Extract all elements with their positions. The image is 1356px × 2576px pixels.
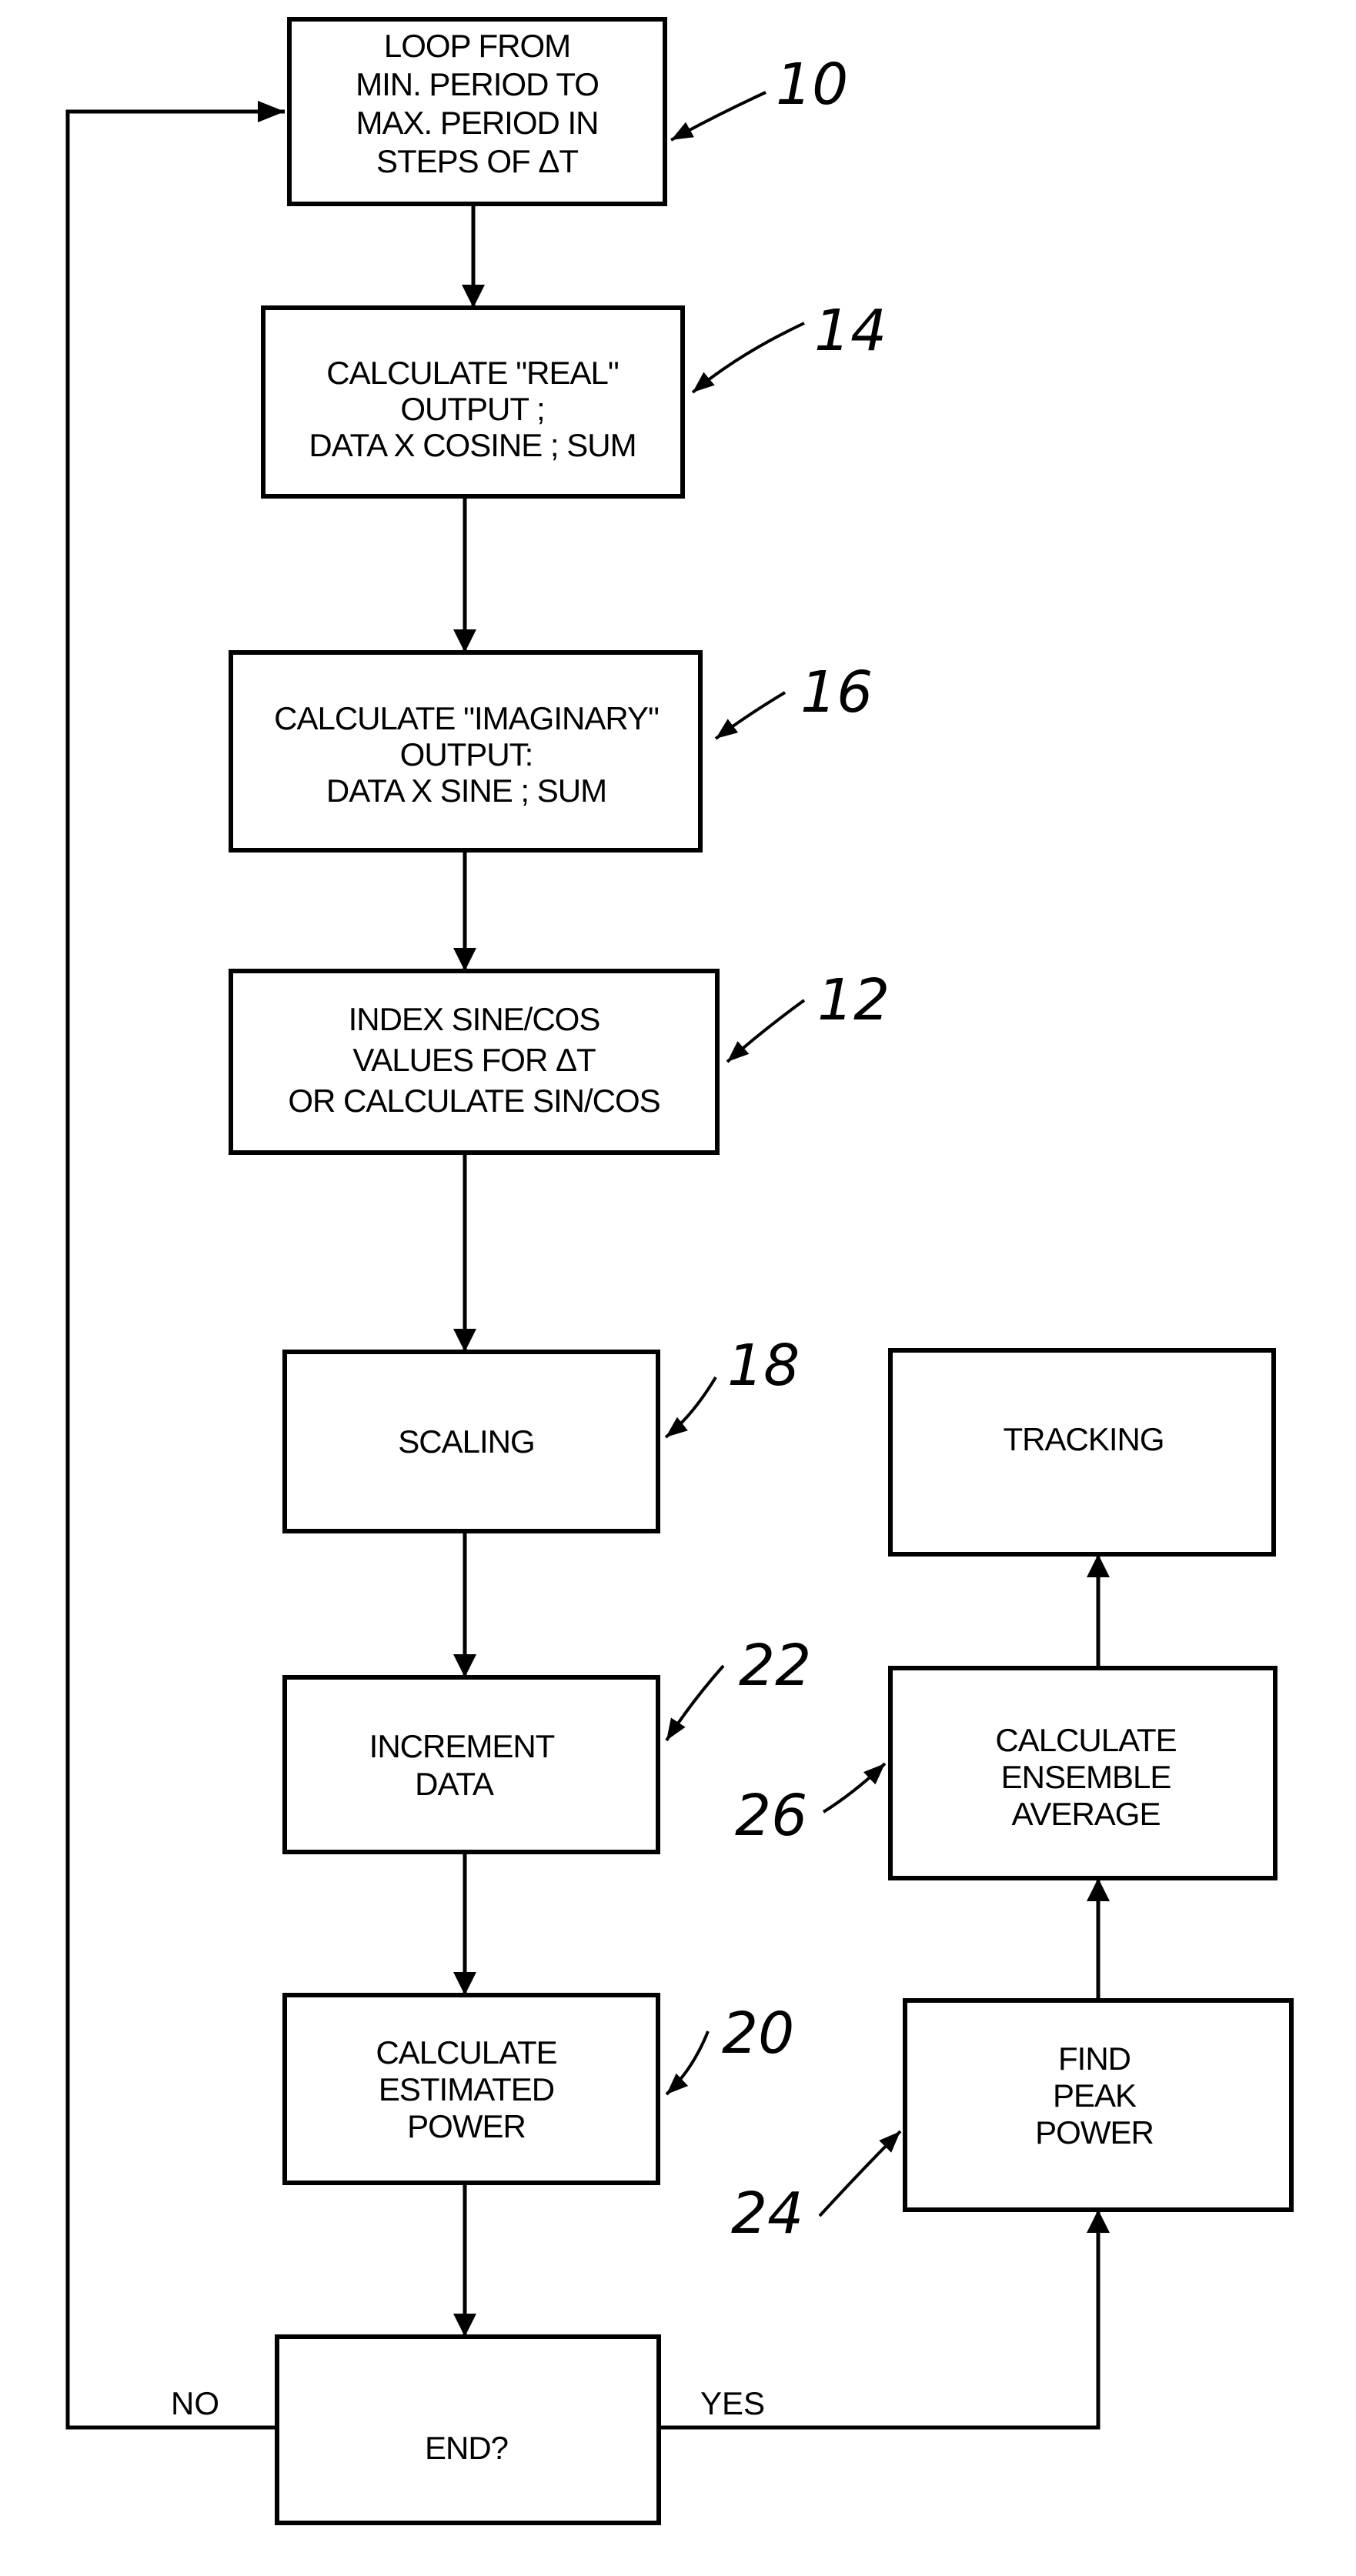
leader-10: [671, 92, 766, 140]
ref-24: 24: [731, 2181, 803, 2247]
box-increment: INCREMENT DATA: [285, 1677, 658, 1852]
box-end: END?: [277, 2337, 659, 2523]
leader-14: [693, 323, 804, 392]
box-tracking: TRACKING: [890, 1350, 1274, 1554]
box-real-line-2: OUTPUT ;: [400, 391, 544, 427]
yes-label: YES: [700, 2385, 765, 2421]
box-power-line-3: POWER: [407, 2108, 526, 2144]
box-index-line-3: OR CALCULATE SIN/COS: [288, 1083, 660, 1119]
ref-16: 16: [800, 659, 873, 726]
box-real-line-1: CALCULATE "REAL": [326, 355, 619, 391]
box-tracking-line-1: TRACKING: [1003, 1421, 1164, 1457]
box-real: CALCULATE "REAL" OUTPUT ; DATA X COSINE …: [263, 308, 683, 496]
box-peak: FIND PEAK POWER: [905, 2000, 1291, 2210]
box-ensemble-line-1: CALCULATE: [995, 1722, 1176, 1758]
leader-18: [666, 1377, 716, 1437]
no-label: NO: [171, 2385, 219, 2421]
box-power: CALCULATE ESTIMATED POWER: [285, 1995, 658, 2183]
box-peak-line-3: POWER: [1035, 2114, 1154, 2151]
box-power-line-1: CALCULATE: [376, 2034, 556, 2070]
box-peak-line-1: FIND: [1058, 2040, 1131, 2077]
ref-14: 14: [814, 298, 887, 364]
box-imag-line-3: DATA X SINE ; SUM: [326, 772, 606, 809]
ref-18: 18: [727, 1333, 800, 1399]
box-loop-line-3: MAX. PERIOD IN: [356, 105, 598, 141]
box-end-line-1: END?: [425, 2430, 508, 2466]
ref-26: 26: [735, 1783, 807, 1849]
leader-20: [666, 2031, 708, 2094]
box-imag-line-2: OUTPUT:: [400, 736, 533, 772]
box-ensemble-line-2: ENSEMBLE: [1001, 1759, 1171, 1795]
box-real-line-3: DATA X COSINE ; SUM: [309, 427, 636, 463]
box-loop: LOOP FROM MIN. PERIOD TO MAX. PERIOD IN …: [289, 19, 665, 204]
box-index-line-2: VALUES FOR ΔT: [352, 1042, 596, 1078]
box-ensemble-line-3: AVERAGE: [1012, 1796, 1161, 1832]
leader-22: [666, 1666, 723, 1740]
box-scaling: SCALING: [285, 1352, 658, 1531]
box-loop-line-4: STEPS OF ΔT: [376, 143, 578, 179]
box-increment-frame: [285, 1677, 658, 1852]
box-index-line-1: INDEX SINE/COS: [349, 1001, 600, 1037]
box-loop-line-2: MIN. PERIOD TO: [356, 66, 599, 102]
leader-12: [727, 1000, 804, 1062]
ref-10: 10: [776, 52, 848, 118]
leader-26: [823, 1763, 885, 1812]
box-index: INDEX SINE/COS VALUES FOR ΔT OR CALCULAT…: [231, 971, 717, 1153]
loop-back-no-line: [68, 112, 285, 2428]
box-power-line-2: ESTIMATED: [379, 2071, 554, 2107]
box-ensemble: CALCULATE ENSEMBLE AVERAGE: [890, 1668, 1275, 1878]
leader-24: [820, 2131, 900, 2216]
ref-12: 12: [817, 967, 890, 1033]
box-peak-line-2: PEAK: [1053, 2077, 1137, 2114]
box-increment-line-2: DATA: [415, 1766, 494, 1802]
box-increment-line-1: INCREMENT: [369, 1728, 555, 1764]
box-loop-line-1: LOOP FROM: [384, 28, 570, 64]
box-imag-line-1: CALCULATE "IMAGINARY": [274, 700, 659, 736]
leader-16: [716, 692, 785, 739]
ref-20: 20: [722, 2000, 794, 2067]
box-imag: CALCULATE "IMAGINARY" OUTPUT: DATA X SIN…: [231, 652, 700, 850]
box-scaling-line-1: SCALING: [398, 1423, 534, 1460]
ref-22: 22: [739, 1633, 811, 1699]
